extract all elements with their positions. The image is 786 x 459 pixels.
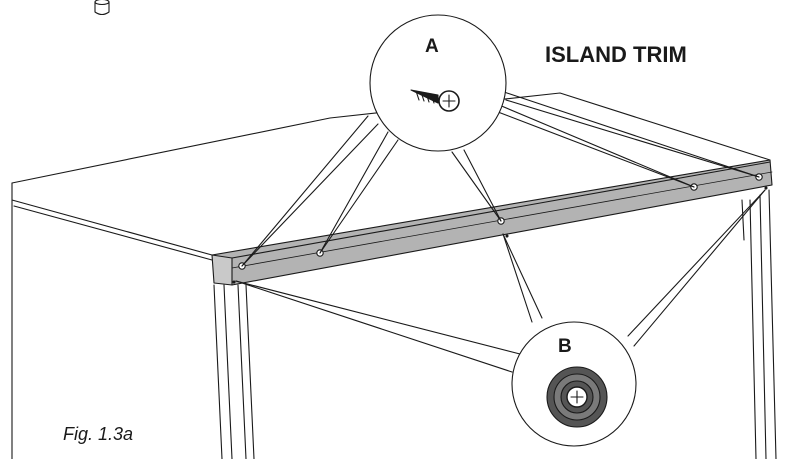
figure-caption: Fig. 1.3a: [63, 424, 134, 444]
diagram-title: ISLAND TRIM: [545, 42, 687, 67]
callout-b: [511, 321, 637, 447]
washer-screw-icon: [546, 366, 608, 428]
callout-b-label: B: [558, 336, 572, 357]
leader-lines-a: [241, 91, 760, 267]
callout-a: [369, 14, 507, 152]
cylinder-icon: [94, 0, 110, 16]
callout-a-label: A: [425, 36, 439, 57]
trim-bar: [211, 159, 773, 286]
cabinet-body: [11, 189, 777, 459]
screw-icon: [410, 89, 460, 112]
leader-lines-b: [235, 189, 766, 373]
